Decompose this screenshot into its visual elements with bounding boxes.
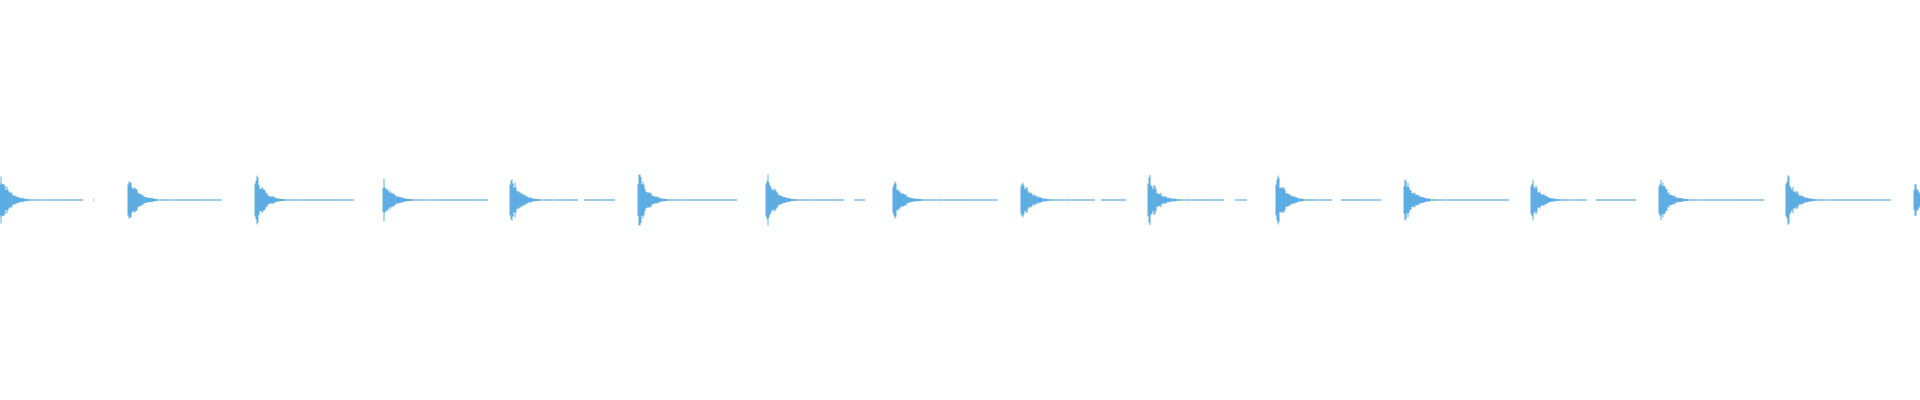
waveform-hit [1913,184,1920,216]
waveform-hit [509,179,615,221]
waveform-hit [637,174,737,226]
waveform-hit [1403,179,1509,221]
waveform-hits [0,174,1920,226]
waveform-hit [1530,179,1636,221]
waveform-hit [1275,175,1381,225]
waveform-hit [0,176,94,224]
waveform-hit [1020,182,1126,218]
waveform-hit [892,181,998,219]
waveform-hit [382,178,488,222]
waveform-hit [1147,175,1247,225]
waveform-hit [254,175,354,225]
waveform-hit [1785,175,1891,225]
waveform-hit [1658,179,1764,221]
waveform-hit [127,181,222,219]
waveform-hit [765,174,865,226]
